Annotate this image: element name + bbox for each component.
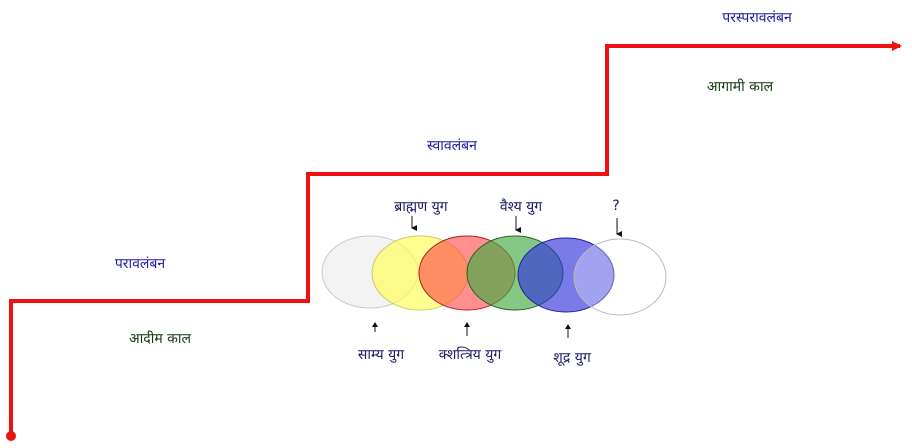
label-samya-yuga: साम्य युग (358, 347, 405, 363)
arrow-head-shudra (565, 324, 571, 329)
ellipse-shudra (517, 237, 615, 313)
ellipse-unknown (573, 238, 667, 316)
staircase-line (6, 41, 902, 441)
label-vaishya-yuga: वैश्य युग (500, 198, 543, 215)
label-unknown-yuga: ? (612, 198, 619, 214)
arrow-head-kshatriya (464, 322, 470, 327)
label-primitive-era: आदीम काल (129, 330, 192, 347)
label-future-era: आगामी काल (707, 78, 774, 95)
label-dependence: परावलंबन (115, 256, 166, 272)
staircase-path (9, 41, 902, 436)
label-kshatriya-yuga: क्शत्त्रिय युग (439, 346, 503, 363)
arrow-head-samya (372, 322, 378, 327)
label-independence: स्वावलंबन (427, 138, 477, 154)
label-shudra-yuga: शूद्र युग (553, 350, 592, 366)
yuga-ellipses (321, 235, 667, 316)
label-interdependence: परस्परावलंबन (722, 10, 792, 26)
label-brahman-yuga: ब्राह्मण युग (394, 199, 449, 215)
